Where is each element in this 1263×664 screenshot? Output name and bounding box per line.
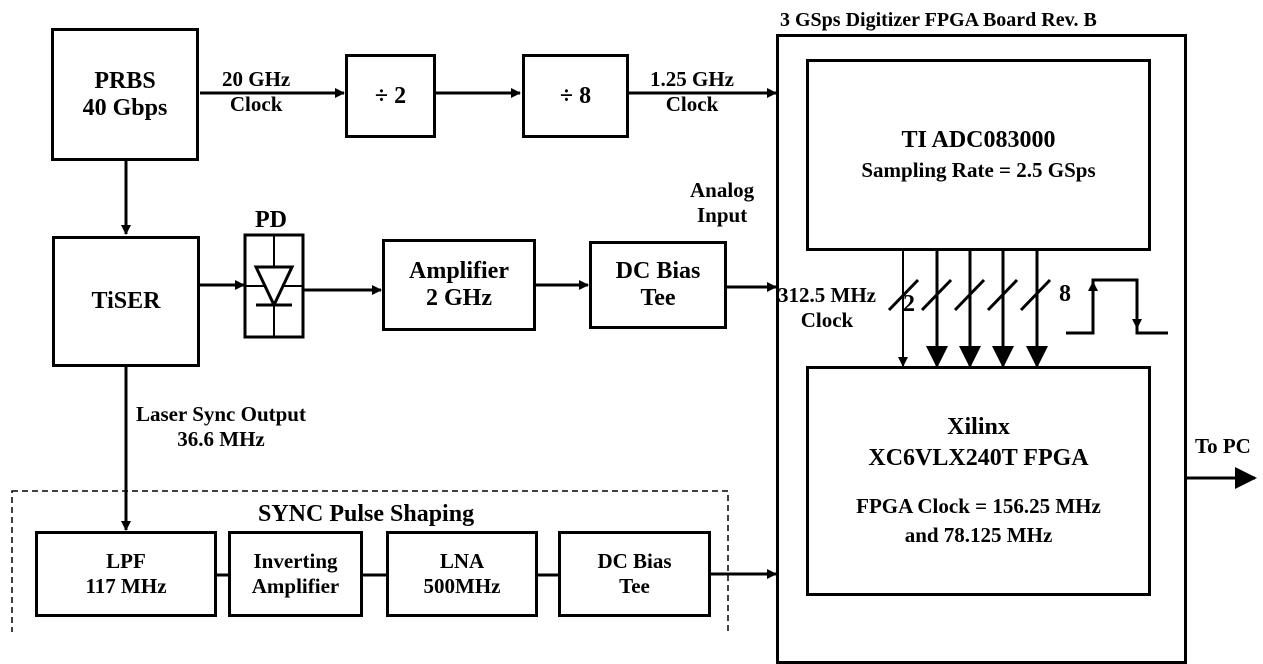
clock-3125mhz-line2: Clock (800, 308, 854, 333)
lpf-line2: 117 MHz (85, 574, 167, 598)
dc-bias2-line1: DC Bias (597, 549, 672, 573)
bus-slash-4 (986, 278, 1019, 312)
bus-slash-3 (953, 278, 986, 312)
analog-input-line1: Analog (690, 178, 755, 202)
div8-label: ÷ 8 (559, 82, 592, 109)
connection-wires (11, 88, 1257, 632)
fpga-name-2: XC6VLX240T FPGA (868, 445, 1089, 471)
pd-label: PD (255, 207, 287, 233)
fpga-clock-1: FPGA Clock = 156.25 MHz (856, 494, 1101, 518)
amplifier-block: Amplifier 2 GHz (382, 239, 536, 331)
laser-sync-line2: 36.6 MHz (177, 427, 265, 452)
laser-sync-label: Laser Sync Output 36.6 MHz (136, 402, 306, 452)
dc-bias-tee-2-block: DC Bias Tee (558, 531, 711, 617)
invamp-line1: Inverting (253, 549, 338, 573)
tiser-block: TiSER (52, 236, 200, 367)
fpga-block: Xilinx XC6VLX240T FPGA FPGA Clock = 156.… (806, 366, 1151, 596)
block-diagram: 3 GSps Digitizer FPGA Board Rev. B TI AD… (11, 9, 1257, 664)
adc-rate: Sampling Rate = 2.5 GSps (861, 158, 1096, 182)
analog-input-label: Analog Input (690, 178, 754, 228)
sync-group-box (11, 490, 729, 632)
lpf-block: LPF 117 MHz (35, 531, 217, 617)
prbs-line1: PRBS (94, 67, 156, 94)
bus-width-label-b: 8 (1059, 281, 1071, 307)
clock-20ghz-line2: Clock (229, 92, 283, 117)
lpf-line1: LPF (106, 549, 146, 573)
adc-name: TI ADC083000 (901, 127, 1056, 153)
to-pc-label: To PC (1195, 434, 1251, 458)
bus-slash-1 (887, 278, 920, 312)
lna-line1: LNA (439, 549, 485, 573)
bus-slash-2 (920, 278, 953, 312)
clock-125ghz-label: 1.25 GHz Clock (650, 67, 734, 117)
analog-input-line2: Input (696, 203, 748, 228)
fpga-clock-2: and 78.125 MHz (904, 523, 1053, 547)
tiser-label: TiSER (91, 288, 161, 314)
photodiode-icon (243, 233, 305, 339)
prbs-line2: 40 Gbps (82, 94, 168, 121)
clock-125ghz-line2: Clock (665, 92, 719, 117)
clock-3125mhz-line1: 312.5 MHz (778, 283, 876, 307)
dc-bias2-line2: Tee (619, 574, 650, 598)
dc-bias-line1: DC Bias (615, 258, 701, 284)
dc-bias-line2: Tee (640, 285, 676, 311)
bus-slash-5 (1019, 278, 1052, 312)
fpga-name-1: Xilinx (947, 414, 1010, 440)
pulse-waveform (1066, 278, 1168, 335)
clock-125ghz-line1: 1.25 GHz (650, 67, 734, 91)
bus-width-label-a: 2 (903, 291, 915, 317)
clock-20ghz-label: 20 GHz Clock (222, 67, 290, 117)
amplifier-line2: 2 GHz (426, 285, 492, 311)
div2-label: ÷ 2 (374, 82, 407, 109)
lna-block: LNA 500MHz (386, 531, 538, 617)
inverting-amplifier-block: Inverting Amplifier (228, 531, 363, 617)
div2-block: ÷ 2 (345, 54, 436, 138)
adc-block: TI ADC083000 Sampling Rate = 2.5 GSps (806, 59, 1151, 251)
clock-20ghz-line1: 20 GHz (222, 67, 291, 91)
amplifier-line1: Amplifier (409, 258, 509, 284)
sync-group-title: SYNC Pulse Shaping (258, 501, 475, 527)
lna-line2: 500MHz (423, 574, 501, 598)
dc-bias-tee-block: DC Bias Tee (589, 241, 727, 329)
laser-sync-line1: Laser Sync Output (136, 402, 306, 426)
clock-3125mhz-label: 312.5 MHz Clock (778, 283, 876, 333)
board-title: 3 GSps Digitizer FPGA Board Rev. B (780, 9, 1097, 31)
invamp-line2: Amplifier (251, 574, 340, 598)
prbs-block: PRBS 40 Gbps (51, 28, 199, 161)
div8-block: ÷ 8 (522, 54, 629, 138)
